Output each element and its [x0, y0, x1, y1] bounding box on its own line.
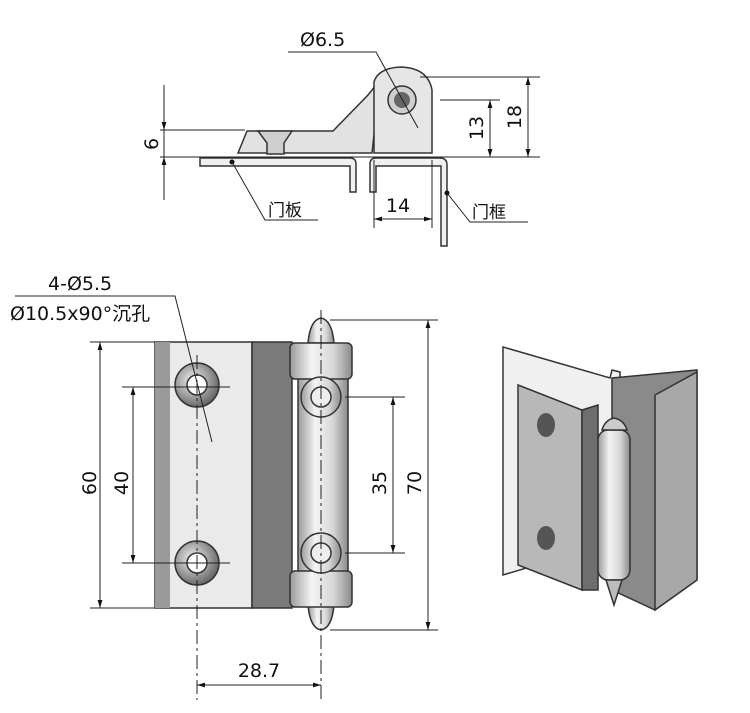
door-frame [369, 157, 448, 247]
countersink-screw [256, 130, 294, 155]
dim-hole-to-pin: 28.7 [238, 660, 280, 682]
right-leaf [251, 341, 293, 609]
dim-knuckle-hole-spacing: 35 [369, 471, 391, 495]
iso-knuckle [597, 429, 631, 581]
dim-offset: 14 [386, 195, 410, 217]
front-view: 60 40 35 70 28.7 4-Ø5.5 Ø10.5x90°沉孔 [10, 273, 438, 700]
door-panel [199, 157, 357, 193]
pin-diameter-label: Ø6.5 [300, 29, 345, 51]
dim-overall-height: 70 [404, 471, 426, 495]
hole-callout-line1: 4-Ø5.5 [48, 273, 112, 295]
isometric-view [502, 346, 698, 612]
dim-leaf-height: 60 [79, 471, 101, 495]
hinge-leaf [236, 77, 382, 154]
dim-leaf-height-side: 6 [141, 138, 163, 150]
dim-total-height: 18 [504, 105, 526, 129]
door-panel-label: 门板 [268, 201, 302, 221]
dim-hole-spacing: 40 [111, 471, 133, 495]
hole-callout-line2: Ø10.5x90°沉孔 [10, 303, 150, 325]
dim-pin-height: 13 [466, 116, 488, 140]
door-frame-label: 门框 [472, 203, 506, 223]
side-view: 6 13 18 14 Ø6.5 门板 门框 [141, 29, 540, 247]
